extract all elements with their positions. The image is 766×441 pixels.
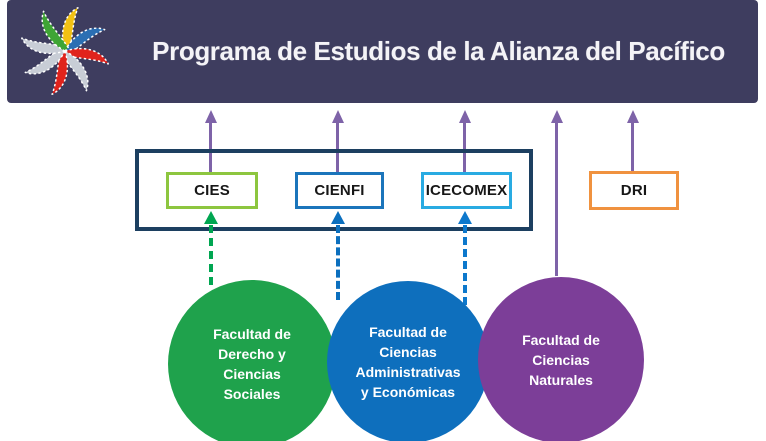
arrow-naturales-to-program-line [555, 121, 558, 276]
dashed-arrow-administrativas-to-cienfi-head [331, 211, 345, 224]
arrow-dri-to-program-line [631, 121, 634, 171]
page-title: Programa de Estudios de la Alianza del P… [152, 36, 725, 66]
box-cienfi-label: CIENFI [314, 182, 365, 199]
faculty-label-line: Facultad de [522, 332, 600, 348]
arrow-icecomex-to-program-line [463, 121, 466, 172]
dashed-arrow-derecho-to-cies-line [209, 225, 213, 285]
faculty-label-line: Ciencias [532, 352, 590, 368]
box-icecomex: ICECOMEX [421, 172, 512, 209]
arrow-cies-to-program-line [209, 121, 212, 172]
box-cies-label: CIES [194, 182, 230, 199]
arrow-cienfi-to-program-line [336, 121, 339, 172]
box-dri: DRI [589, 171, 679, 210]
circle-facultad-ciencias-naturales: Facultad de Ciencias Naturales [478, 277, 644, 441]
faculty-label-line: Sociales [223, 386, 281, 402]
arrow-cies-to-program-head [205, 110, 217, 123]
arrow-naturales-to-program-head [551, 110, 563, 123]
faculty-label-line: Administrativas [355, 364, 461, 380]
faculty-label-line: Ciencias [223, 366, 281, 382]
faculty-label-line: Derecho y [218, 346, 286, 362]
dashed-arrow-derecho-to-cies-head [204, 211, 218, 224]
box-cies: CIES [166, 172, 258, 209]
dashed-arrow-to-icecomex-head [458, 211, 472, 224]
arrow-icecomex-to-program-head [459, 110, 471, 123]
circle-facultad-ciencias-administrativas: Facultad de Ciencias Administrativas y E… [327, 281, 489, 441]
centers-group-outline [135, 149, 533, 231]
circle-facultad-derecho-ciencias-sociales: Facultad de Derecho y Ciencias Sociales [168, 280, 336, 441]
faculty-label-line: Naturales [529, 372, 593, 388]
dashed-arrow-to-icecomex-line [463, 225, 467, 305]
faculty-label-line: y Económicas [360, 384, 456, 400]
faculty-label-line: Ciencias [379, 344, 437, 360]
faculty-label-line: Facultad de [369, 324, 447, 340]
box-dri-label: DRI [620, 182, 648, 199]
header-banner: Programa de Estudios de la Alianza del P… [7, 0, 758, 103]
dashed-arrow-administrativas-to-cienfi-line [336, 225, 340, 300]
arrow-dri-to-program-head [627, 110, 639, 123]
box-icecomex-label: ICECOMEX [425, 182, 508, 199]
box-cienfi: CIENFI [295, 172, 384, 209]
faculty-label-line: Facultad de [213, 326, 291, 342]
pinwheel-logo-icon [21, 7, 109, 95]
arrow-cienfi-to-program-head [332, 110, 344, 123]
